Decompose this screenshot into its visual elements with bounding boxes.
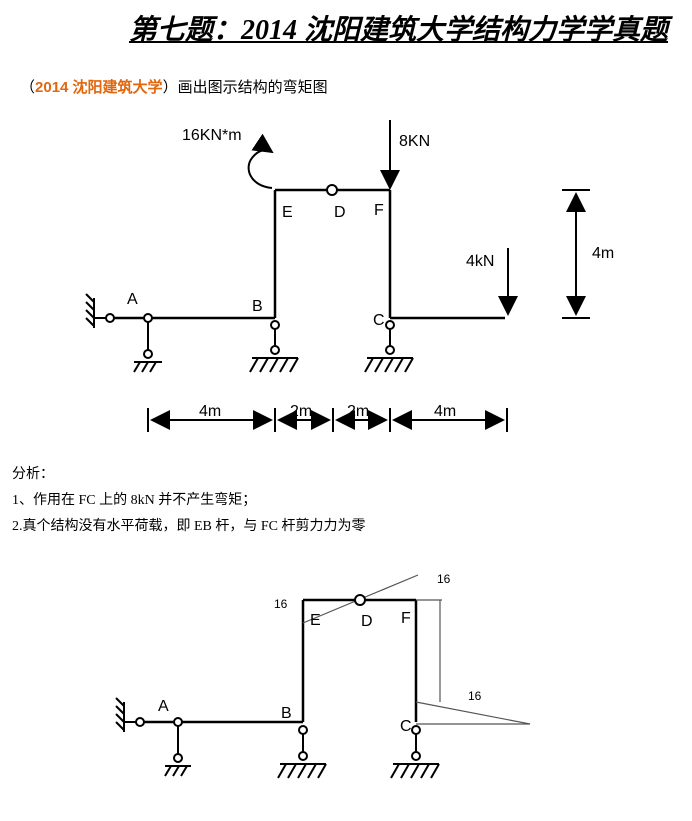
analysis-line-2: 2.真个结构没有水平荷载，即 EB 杆，与 FC 杆剪力力为零 xyxy=(12,519,366,534)
load-F-label: 8KN xyxy=(399,133,430,150)
node-B2-label: B xyxy=(281,705,292,722)
moment-value-C: 16 xyxy=(468,689,482,703)
dim-label-1: 4m xyxy=(199,403,221,420)
frame-members xyxy=(110,188,505,320)
load-C-label: 4kN xyxy=(466,253,494,270)
moment-load-arrow xyxy=(247,133,274,189)
support-A xyxy=(85,293,162,373)
node-F2-label: F xyxy=(401,610,411,627)
node-A-label: A xyxy=(127,291,138,308)
dim-label-2: 2m xyxy=(290,403,312,420)
moment-load-label: 16KN*m xyxy=(182,127,242,144)
hinge-D xyxy=(326,184,338,196)
dim-label-3: 2m xyxy=(347,403,369,420)
height-dim-label: 4m xyxy=(592,245,614,262)
dim-label-4: 4m xyxy=(434,403,456,420)
support-B xyxy=(249,320,299,373)
close-paren: ） xyxy=(162,80,178,96)
node-D2-label: D xyxy=(361,613,373,630)
node-F-label: F xyxy=(374,202,384,219)
node-D-label: D xyxy=(334,204,346,221)
analysis-section: 分析： 1、作用在 FC 上的 8kN 并不产生弯矩； 2.真个结构没有水平荷载… xyxy=(12,462,366,540)
height-dimension xyxy=(562,189,590,319)
node-C-label: C xyxy=(373,312,385,329)
node-A2-label: A xyxy=(158,698,169,715)
analysis-line-1: 1、作用在 FC 上的 8kN 并不产生弯矩； xyxy=(12,493,257,508)
analysis-heading: 分析： xyxy=(12,467,54,482)
support-C xyxy=(364,320,414,373)
node-E2-label: E xyxy=(310,612,321,629)
problem-text: 画出图示结构的弯矩图 xyxy=(177,80,328,96)
hinge-D-2 xyxy=(354,594,366,606)
problem-source: 2014 沈阳建筑大学 xyxy=(35,79,163,96)
support-B-2 xyxy=(277,725,327,779)
node-C2-label: C xyxy=(400,718,412,735)
page-title: 第七题：2014 沈阳建筑大学结构力学学真题 xyxy=(128,15,668,46)
moment-value-F: 16 xyxy=(437,572,451,586)
moment-diagram-members xyxy=(140,598,418,724)
support-C-2 xyxy=(390,725,440,779)
open-paren: （ xyxy=(20,80,36,96)
support-A-2 xyxy=(115,697,191,777)
node-B-label: B xyxy=(252,298,263,315)
moment-value-E: 16 xyxy=(274,597,288,611)
node-E-label: E xyxy=(282,204,293,221)
span-dimensions xyxy=(147,408,508,432)
problem-statement: （2014 沈阳建筑大学）画出图示结构的弯矩图 xyxy=(20,76,328,97)
